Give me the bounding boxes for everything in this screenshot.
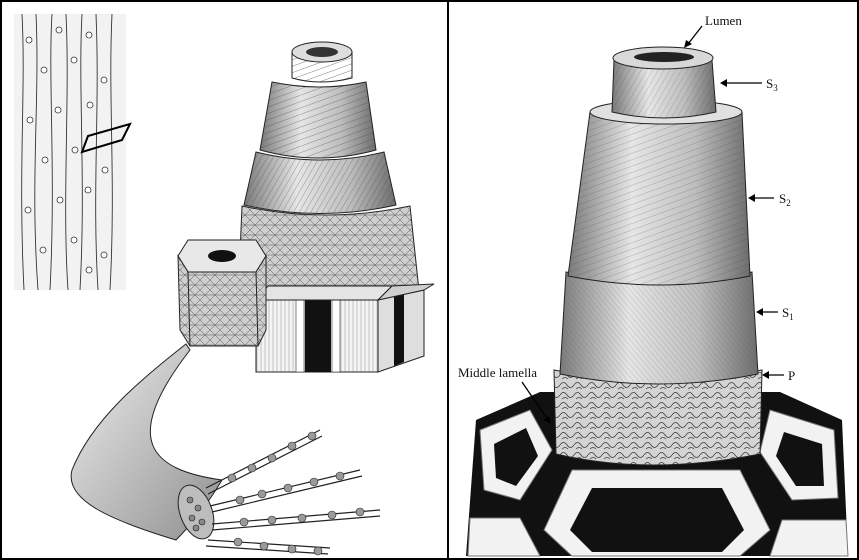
- label-s1: S: [782, 305, 789, 320]
- label-s3: S: [766, 76, 773, 91]
- label-s3-sub: 3: [773, 83, 778, 93]
- label-s1-sub: 1: [789, 312, 794, 322]
- tracheid-longitudinal-view: [14, 14, 130, 290]
- label-p: P: [788, 368, 795, 383]
- label-s2: S: [779, 191, 786, 206]
- label-lumen: Lumen: [705, 13, 742, 28]
- label-s2-sub: 2: [786, 198, 791, 208]
- label-middle-lamella: Middle lamella: [458, 365, 537, 380]
- hexagonal-cell: [178, 240, 266, 346]
- lumen-opening: [634, 52, 694, 62]
